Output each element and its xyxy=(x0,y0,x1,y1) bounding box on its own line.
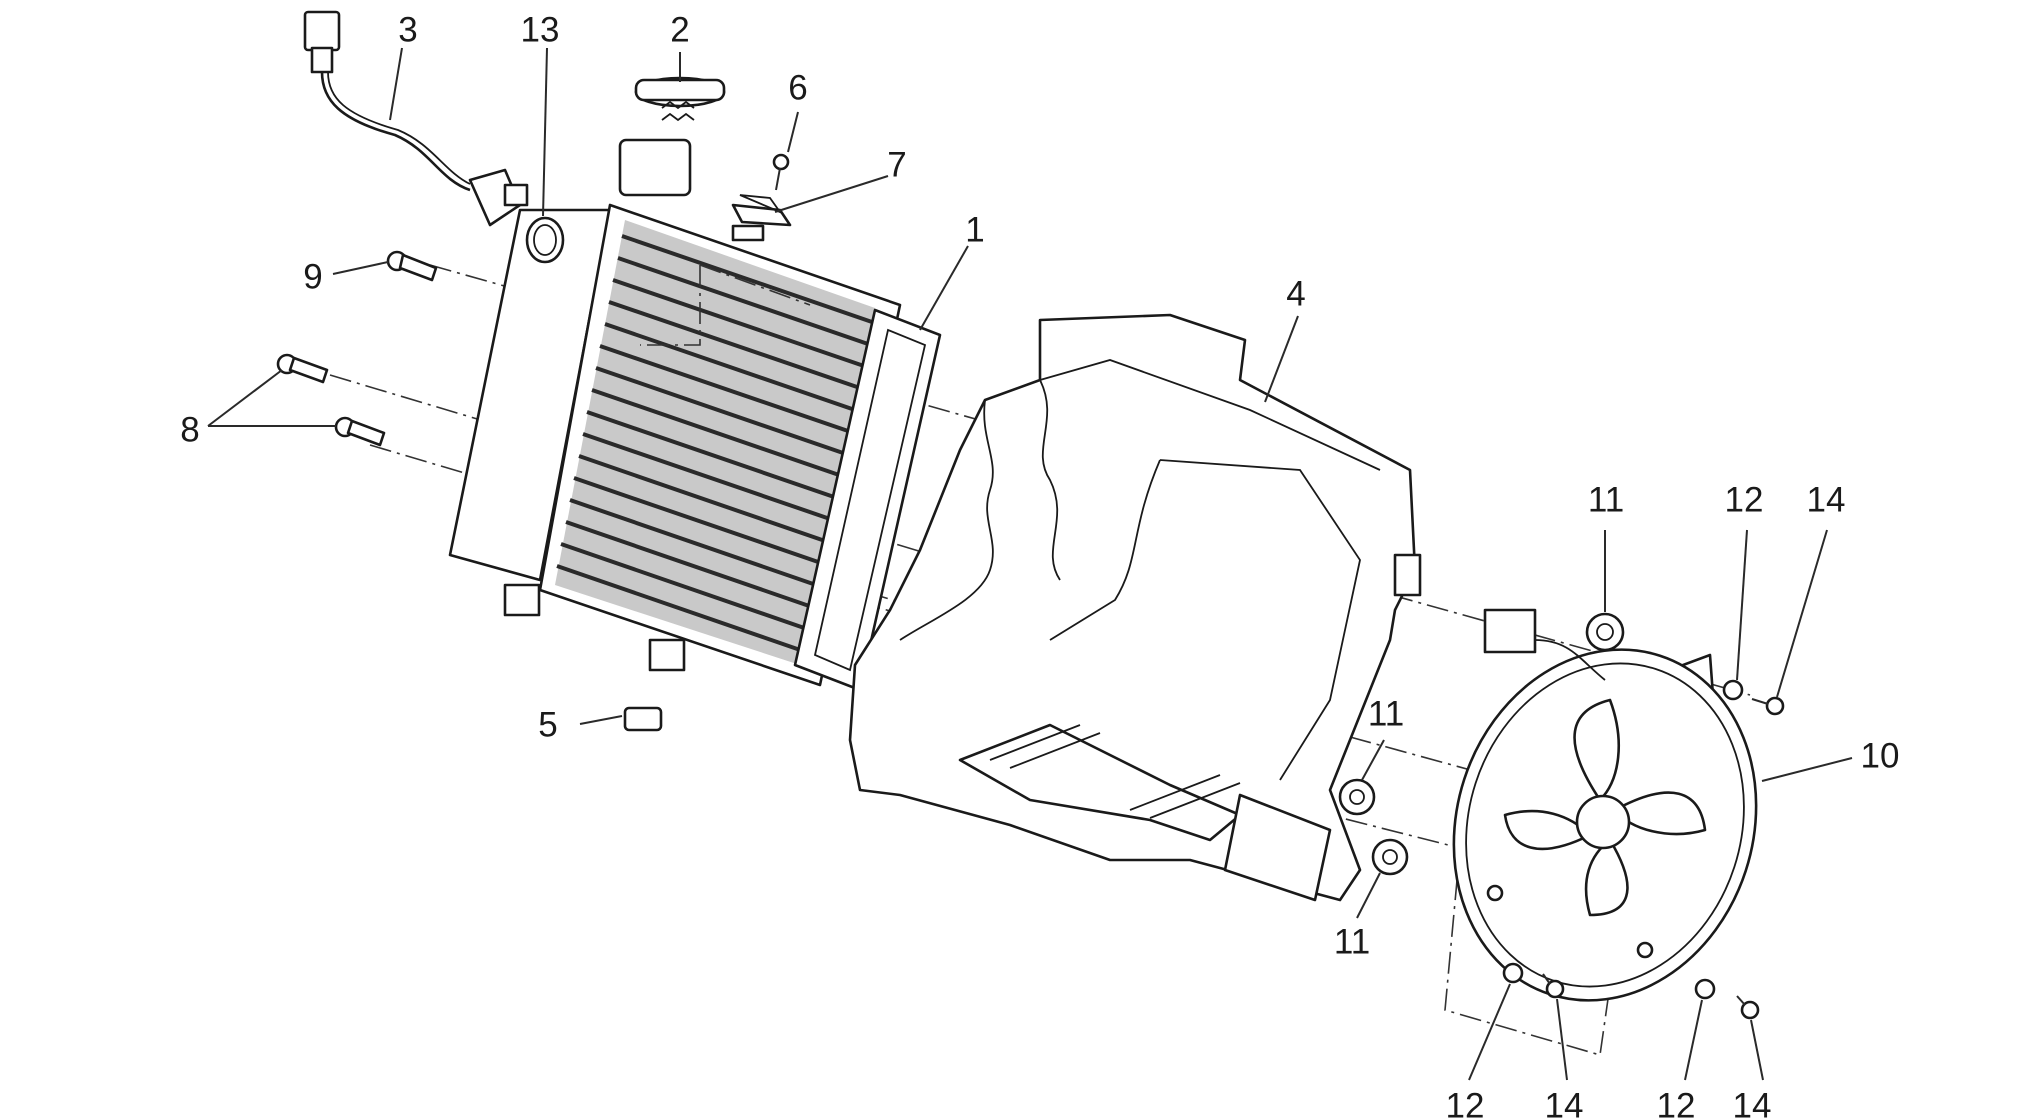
callout-13: 13 xyxy=(521,10,560,49)
callout-6: 6 xyxy=(788,68,807,107)
callout-10: 10 xyxy=(1861,736,1900,775)
callout-3: 3 xyxy=(398,10,417,49)
spacer-middle xyxy=(1338,778,1376,816)
callout-5: 5 xyxy=(538,705,557,744)
callout-11-lower: 11 xyxy=(1334,922,1370,961)
callout-4: 4 xyxy=(1286,274,1305,313)
spacer-upper xyxy=(1585,612,1625,652)
bolt-9 xyxy=(386,250,438,282)
fan-shroud xyxy=(848,313,1422,902)
bolt-8-lower xyxy=(334,416,386,447)
callout-12-upper: 12 xyxy=(1725,480,1764,519)
callout-14-lower-right: 14 xyxy=(1733,1086,1772,1118)
callout-labels: 1 2 3 4 5 6 7 8 9 10 11 11 11 12 12 12 1… xyxy=(180,10,1899,1118)
screw-14-upper xyxy=(1751,696,1785,716)
plug-5 xyxy=(623,706,663,732)
clip-7 xyxy=(731,194,792,242)
radiator-cap xyxy=(634,76,726,122)
leader-lines xyxy=(207,47,1853,1081)
callout-11-upper: 11 xyxy=(1588,480,1624,519)
bolt-8-upper xyxy=(276,353,329,384)
screw-14-lower-right xyxy=(1736,995,1760,1020)
fan-blades xyxy=(1503,698,1707,917)
o-ring xyxy=(525,216,565,264)
callout-11-middle: 11 xyxy=(1368,694,1404,733)
spacer-lower xyxy=(1371,838,1409,876)
nut-lower-right xyxy=(1694,978,1716,1000)
nut-lower-left xyxy=(1502,962,1524,984)
callout-7: 7 xyxy=(887,145,906,184)
callout-1: 1 xyxy=(965,210,984,249)
callout-12-lower-left: 12 xyxy=(1446,1086,1485,1118)
callout-14-lower-left: 14 xyxy=(1545,1086,1584,1118)
callout-12-lower-right: 12 xyxy=(1657,1086,1696,1118)
temperature-sensor xyxy=(303,10,529,227)
callout-9: 9 xyxy=(303,257,322,296)
radiator-core xyxy=(555,220,875,665)
nut-upper xyxy=(1722,679,1744,701)
callout-14-upper: 14 xyxy=(1807,480,1846,519)
screw-14-lower-left xyxy=(1542,973,1565,999)
callout-8: 8 xyxy=(180,410,199,449)
radiator xyxy=(448,138,942,692)
cooling-fan xyxy=(1452,608,1758,1002)
screw-6 xyxy=(772,153,790,191)
callout-2: 2 xyxy=(670,10,689,49)
